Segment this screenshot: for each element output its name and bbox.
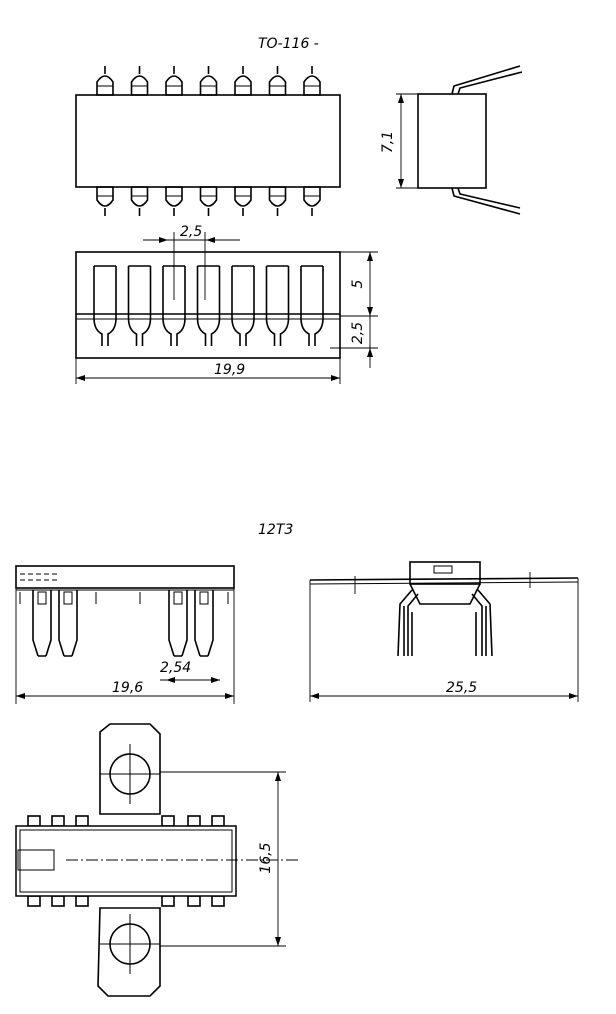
- 12t3-top-pin-lower: [187, 895, 201, 907]
- to116-pin-top: [130, 75, 149, 96]
- dim-pitch-top: 2,5: [180, 224, 202, 240]
- 12t3-top-pin-upper: [161, 815, 175, 827]
- 12t3-front-pin: [168, 590, 188, 657]
- 12t3-flange: [309, 577, 579, 581]
- dim-height-bottom: 16,5: [258, 842, 274, 873]
- 12t3-front-view: 2,54 19,6: [15, 565, 235, 704]
- to116-pin-bottom: [268, 186, 287, 207]
- 12t3-top-pin-upper: [75, 815, 89, 827]
- to116-front-pin: [196, 265, 221, 346]
- to116-side-lead-top-a: [451, 65, 521, 95]
- 12t3-top-view: 16,5: [15, 723, 300, 997]
- to116-pin-top: [268, 75, 287, 96]
- to116-pin-top: [96, 75, 114, 96]
- to116-top-view: [75, 66, 341, 216]
- to116-front-body: [75, 251, 341, 359]
- 12t3-top-pin-upper: [27, 815, 41, 827]
- to116-side-body: [417, 93, 487, 189]
- to116-pin-bottom: [130, 186, 149, 207]
- dim-lead-length: 2,5: [350, 322, 366, 344]
- 12t3-top-pin-lower: [27, 895, 41, 907]
- 12t3-front-pins: [19, 590, 229, 657]
- title-to116: ТО-116 -: [258, 36, 319, 52]
- dim-length-bottom: 19,6: [112, 680, 143, 696]
- 12t3-tab-top: [99, 723, 161, 815]
- dim-width-bottom: 25,5: [446, 680, 477, 696]
- to116-top-pins: [96, 66, 321, 216]
- dim-length-top: 19,9: [214, 362, 245, 378]
- 12t3-top-pin-lower: [211, 895, 225, 907]
- to116-pin-top: [199, 75, 218, 96]
- to116-pin-bottom: [303, 186, 321, 207]
- to116-side-lead-bottom-b: [457, 187, 521, 209]
- 12t3-top-pin-upper: [187, 815, 201, 827]
- title-12t3: 12Т3: [258, 522, 293, 538]
- to116-front-pins: [93, 265, 324, 346]
- to116-pin-bottom: [96, 186, 114, 207]
- 12t3-top-pin-lower: [75, 895, 89, 907]
- dim-height-side: 7,1: [380, 131, 396, 153]
- dim-pitch-bottom: 2,54: [160, 660, 191, 676]
- 12t3-top-pin-upper: [211, 815, 225, 827]
- dim-body-height: 5: [350, 279, 366, 288]
- 12t3-side-body-bottom: [409, 583, 481, 605]
- 12t3-tab-bottom: [97, 907, 161, 997]
- to116-pin-bottom: [165, 186, 183, 207]
- to116-side-lead-bottom-a: [451, 187, 521, 215]
- 12t3-top-pin-upper: [51, 815, 65, 827]
- 12t3-front-pin: [194, 590, 214, 657]
- to116-front-pin: [265, 265, 290, 346]
- to116-front-pin: [231, 265, 255, 346]
- to116-front-pin: [300, 265, 324, 346]
- 12t3-front-pin: [58, 590, 78, 657]
- 12t3-key-notch: [17, 849, 55, 871]
- to116-front-pin: [93, 265, 117, 346]
- 12t3-front-pin: [32, 590, 52, 657]
- to116-body-top: [75, 94, 341, 188]
- to116-side-lead-top-b: [457, 71, 523, 95]
- 12t3-side-view: 25,5: [309, 561, 579, 702]
- to116-pin-bottom: [199, 186, 218, 207]
- to116-pin-top: [303, 75, 321, 96]
- to116-pin-bottom: [234, 186, 252, 207]
- to116-side-view: 7,1: [380, 65, 523, 215]
- 12t3-side-body-top: [409, 561, 481, 585]
- 12t3-top-pin-lower: [161, 895, 175, 907]
- to116-front-pin: [127, 265, 152, 346]
- 12t3-top-pin-lower: [51, 895, 65, 907]
- to116-front-view: 2,5 5 2,5 19,9: [75, 224, 378, 384]
- to116-pin-top: [165, 75, 183, 96]
- 12t3-top-body: [15, 825, 237, 897]
- 12t3-front-body: [15, 565, 235, 589]
- to116-pin-top: [234, 75, 252, 96]
